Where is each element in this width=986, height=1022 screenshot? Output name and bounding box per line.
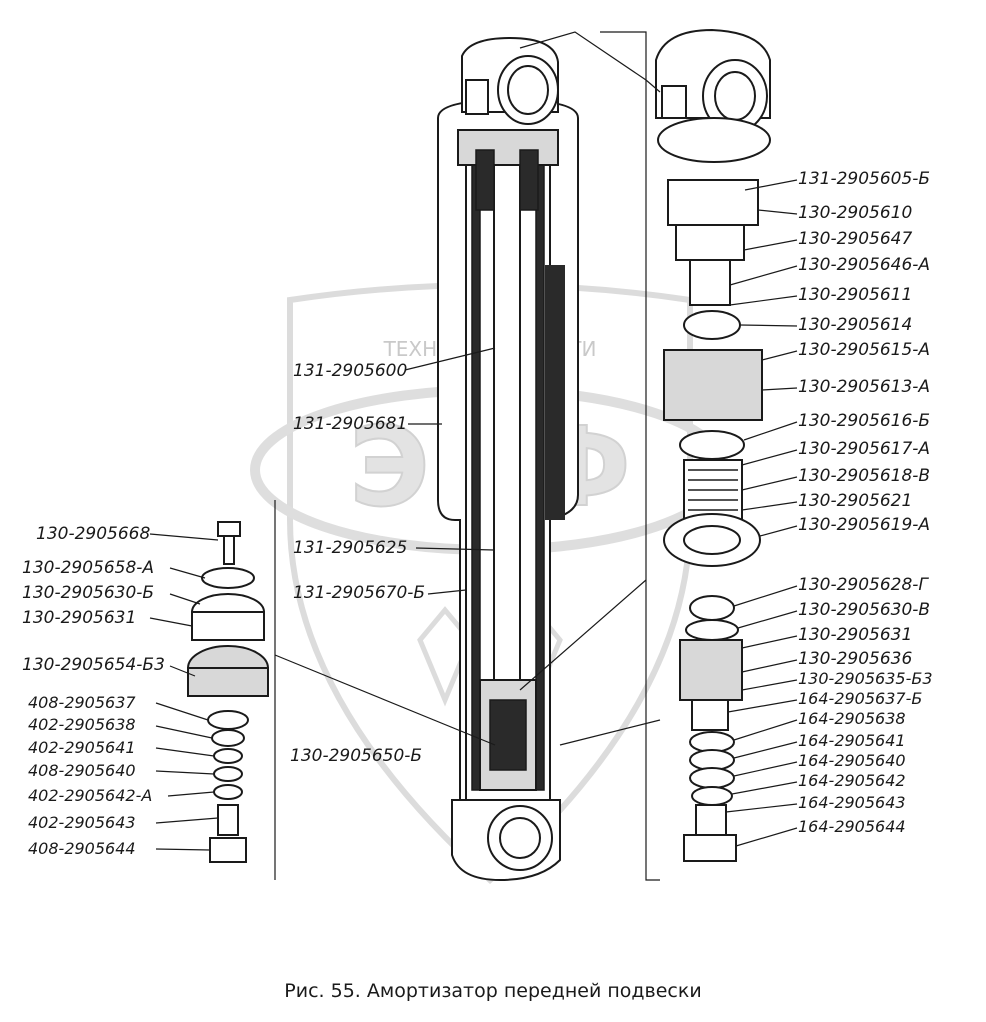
- label-left-1: 130-2905668: [36, 524, 150, 544]
- label-center-4: 131-2905670-Б: [293, 583, 425, 603]
- label-rt-12: 130-2905621: [798, 491, 912, 511]
- label-rt-7: 130-2905615-А: [798, 340, 930, 360]
- label-rt-8: 130-2905613-А: [798, 377, 930, 397]
- label-rb-8: 164-2905641: [798, 731, 906, 750]
- label-left-7: 402-2905638: [28, 715, 136, 734]
- label-left-2: 130-2905658-А: [22, 558, 154, 578]
- label-rb-4: 130-2905636: [798, 649, 912, 669]
- exploded-top-parts: [655, 28, 771, 567]
- label-rb-3: 130-2905631: [798, 625, 912, 645]
- label-left-10: 402-2905642-А: [28, 786, 152, 805]
- center-labels: 131-2905600 131-2905681 131-2905625 131-…: [290, 347, 496, 766]
- label-rb-9: 164-2905640: [798, 751, 906, 770]
- label-rt-4: 130-2905646-А: [798, 255, 930, 275]
- label-left-12: 408-2905644: [28, 839, 136, 858]
- right-top-labels: 131-2905605-Б 130-2905610 130-2905647 13…: [729, 169, 930, 537]
- right-bottom-labels: 130-2905628-Г 130-2905630-В 130-2905631 …: [725, 575, 933, 847]
- label-rt-13: 130-2905619-А: [798, 515, 930, 535]
- label-left-11: 402-2905643: [28, 813, 136, 832]
- label-center-1: 131-2905600: [293, 361, 407, 381]
- left-labels: 130-2905668 130-2905658-А 130-2905630-Б …: [22, 524, 219, 858]
- label-center-2: 131-2905681: [293, 414, 407, 434]
- shock-absorber-assembly: [437, 36, 579, 882]
- exploded-piston-valve: [187, 521, 269, 863]
- label-rt-3: 130-2905647: [798, 229, 912, 249]
- label-rb-5: 130-2905635-Б3: [798, 669, 933, 688]
- label-rt-5: 130-2905611: [798, 285, 912, 305]
- label-left-4: 130-2905631: [22, 608, 136, 628]
- label-left-6: 408-2905637: [28, 693, 136, 712]
- label-rt-6: 130-2905614: [798, 315, 912, 335]
- label-rt-10: 130-2905617-А: [798, 439, 930, 459]
- figure-caption: Рис. 55. Амортизатор передней подвески: [284, 980, 702, 1002]
- label-left-9: 408-2905640: [28, 761, 136, 780]
- label-rt-1: 131-2905605-Б: [798, 169, 930, 189]
- label-rt-11: 130-2905618-В: [798, 466, 930, 486]
- label-center-5: 130-2905650-Б: [290, 746, 422, 766]
- label-left-5: 130-2905654-Б3: [22, 655, 165, 675]
- label-rb-7: 164-2905638: [798, 709, 906, 728]
- label-left-3: 130-2905630-Б: [22, 583, 154, 603]
- connector-lines: [274, 31, 661, 881]
- label-center-3: 131-2905625: [293, 538, 407, 558]
- label-rb-11: 164-2905643: [798, 793, 906, 812]
- label-rb-12: 164-2905644: [798, 817, 906, 836]
- label-rt-2: 130-2905610: [798, 203, 912, 223]
- label-rb-10: 164-2905642: [798, 771, 906, 790]
- label-rt-9: 130-2905616-Б: [798, 411, 930, 431]
- label-left-8: 402-2905641: [28, 738, 136, 757]
- label-rb-1: 130-2905628-Г: [798, 575, 929, 595]
- label-rb-6: 164-2905637-Б: [798, 689, 922, 708]
- label-rb-2: 130-2905630-В: [798, 600, 930, 620]
- exploded-bottom-valve: [679, 595, 743, 862]
